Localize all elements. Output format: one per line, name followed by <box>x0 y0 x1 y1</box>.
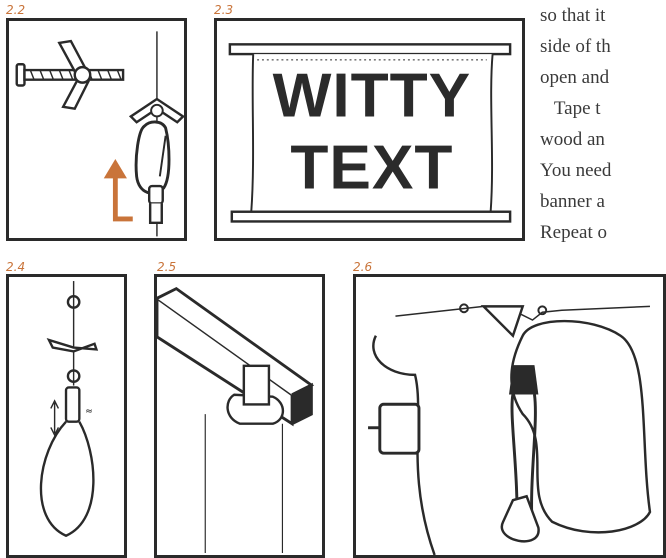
svg-text:≈: ≈ <box>85 406 93 417</box>
figure-label-2-4: 2.4 <box>6 260 25 274</box>
figure-2-4-panel: ≈ <box>6 274 127 558</box>
figure-label-2-2: 2.2 <box>6 3 25 17</box>
body-text-column: so that it side of th open and Tape t wo… <box>540 0 666 248</box>
body-text-line: Repeat o <box>540 217 666 248</box>
figure-label-2-3: 2.3 <box>214 3 233 17</box>
toggle-bolt-illustration <box>9 21 184 238</box>
figure-2-5-panel <box>154 274 325 558</box>
figure-2-2-panel <box>6 18 187 241</box>
figure-2-3-panel: WITTY TEXT <box>214 18 525 241</box>
body-text-line: You need <box>540 155 666 186</box>
banner-text-line2: TEXT <box>290 133 453 202</box>
body-text-line: side of th <box>540 31 666 62</box>
figure-label-2-6: 2.6 <box>353 260 372 274</box>
body-text-line: Tape t <box>540 93 666 124</box>
body-text-line: so that it <box>540 0 666 31</box>
figure-label-2-5: 2.5 <box>157 260 176 274</box>
body-text-line: banner a <box>540 186 666 217</box>
top-dowel <box>230 44 510 54</box>
banner-text-line1: WITTY <box>273 61 472 130</box>
body-text-line: wood an <box>540 124 666 155</box>
body-text-line: open and <box>540 62 666 93</box>
bottom-dowel <box>232 212 510 222</box>
figure-2-6-panel <box>353 274 666 558</box>
